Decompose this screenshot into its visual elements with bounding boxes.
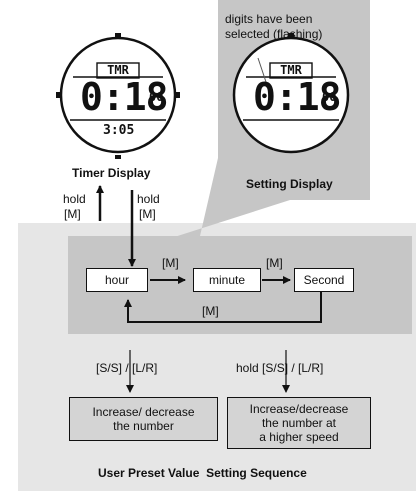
setting-watch-face bbox=[232, 33, 350, 154]
setting-note-line2: selected (flashing) bbox=[225, 27, 323, 41]
arrow-label-minute-second: [M] bbox=[266, 256, 283, 270]
arrow-return bbox=[124, 292, 322, 323]
setting-time-main: 0:18 bbox=[253, 75, 342, 119]
sequence-caption: User Preset Value Setting Sequence bbox=[98, 466, 307, 480]
hold-up-label-1: hold bbox=[63, 192, 86, 206]
setting-screen-label: TMR bbox=[280, 63, 302, 77]
arrow-label-hour-minute: [M] bbox=[162, 256, 179, 270]
fast-increase-line3: a higher speed bbox=[259, 430, 339, 444]
fast-increase-line2: the number at bbox=[261, 416, 337, 430]
step-minute-box: minute bbox=[193, 268, 261, 292]
hold-down-label-1: hold bbox=[137, 192, 160, 206]
timer-time-seconds: 00 bbox=[149, 90, 164, 104]
step-hour-box: hour bbox=[86, 268, 148, 292]
fast-increase-line1: Increase/decrease bbox=[249, 402, 349, 416]
increase-decrease-line2: the number bbox=[113, 419, 174, 433]
setting-note-line1: digits have been bbox=[225, 12, 313, 26]
callout-wedge bbox=[165, 158, 290, 240]
increase-decrease-line1: Increase/ decrease bbox=[92, 405, 195, 419]
timer-time-main: 0:18 bbox=[80, 75, 169, 119]
arrow-label-return: [M] bbox=[202, 304, 219, 318]
timer-screen-label: TMR bbox=[107, 63, 129, 77]
setting-time-seconds: 00 bbox=[322, 90, 337, 104]
setting-display-caption: Setting Display bbox=[246, 177, 333, 191]
fast-increase-decrease-box: Increase/decrease the number at a higher… bbox=[227, 397, 371, 449]
hold-down-label-2: [M] bbox=[139, 207, 156, 221]
timer-time-sub: 3:05 bbox=[103, 123, 135, 138]
increase-decrease-box: Increase/ decrease the number bbox=[69, 397, 218, 441]
timer-display-caption: Timer Display bbox=[72, 166, 151, 180]
adjust-right-label: hold [S/S] / [L/R] bbox=[236, 361, 324, 375]
timer-watch-face bbox=[56, 33, 180, 159]
step-second-box: Second bbox=[294, 268, 354, 292]
hold-up-label-2: [M] bbox=[64, 207, 81, 221]
adjust-left-label: [S/S] / [L/R] bbox=[96, 361, 158, 375]
